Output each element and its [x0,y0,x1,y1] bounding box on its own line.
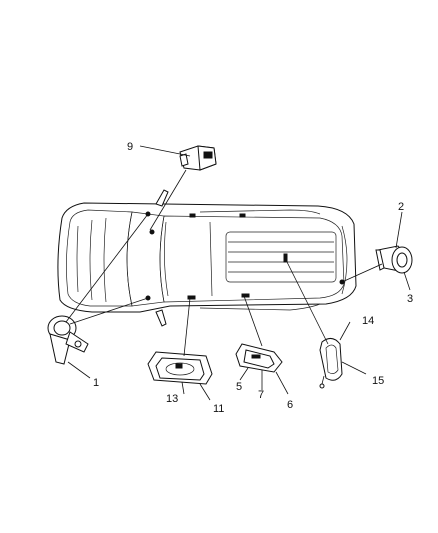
leader-lines [65,145,411,401]
left-mirror [155,189,169,207]
callout-3: 3 [407,293,413,305]
vehicle-body-outline [57,202,357,313]
part-13-dome-lamp [147,351,213,385]
callout-2: 2 [398,201,404,213]
part-2-3-lamp [375,245,413,274]
part-14-15-cargo-lamp [319,338,343,389]
part-1-lamp [47,315,89,365]
vehicle-top-view [57,189,357,327]
callout-13: 13 [166,393,178,405]
callout-9: 9 [127,141,133,153]
callout-1: 1 [93,377,99,389]
callout-7: 7 [258,389,264,401]
callout-5: 5 [236,381,242,393]
roof-outline [159,215,345,303]
callouts: 9 1 2 3 13 11 5 7 6 14 15 [93,141,413,415]
callout-14: 14 [362,315,374,327]
callout-15: 15 [372,375,384,387]
right-mirror [155,309,167,327]
part-5-6-7-lamp [235,343,283,373]
callout-11: 11 [213,403,224,415]
callout-6: 6 [287,399,293,411]
part-9-switch [179,145,217,171]
